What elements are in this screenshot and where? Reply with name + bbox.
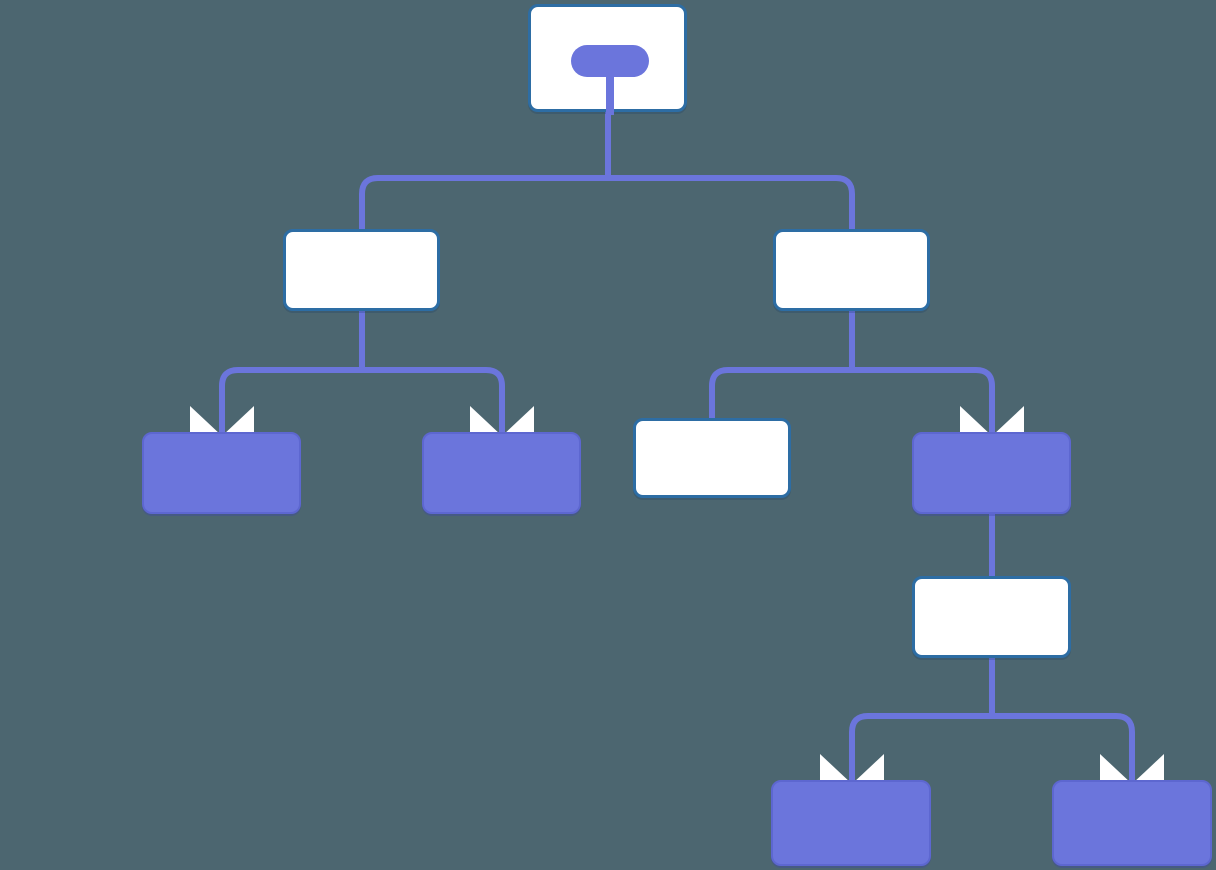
edge-n2-n5 — [362, 367, 505, 436]
node-leaf-3-plain[interactable] — [633, 418, 791, 498]
node-leaf-2[interactable] — [422, 432, 581, 514]
edge-n3-n7 — [852, 367, 995, 436]
node-branch-left[interactable] — [283, 229, 440, 311]
edge-n8-n9 — [849, 713, 992, 784]
node-branch-sub[interactable] — [912, 576, 1071, 658]
edge-n1-n2 — [359, 175, 608, 229]
node-branch-right[interactable] — [773, 229, 930, 311]
node-leaf-6[interactable] — [1052, 780, 1212, 866]
node-root[interactable] — [528, 4, 687, 115]
root-pill-stem-icon — [606, 69, 614, 115]
edge-n8-n10 — [992, 713, 1135, 784]
edge-n1-n3 — [608, 175, 855, 229]
edge-n3-n6 — [709, 367, 852, 418]
node-leaf-5[interactable] — [771, 780, 931, 866]
node-leaf-4[interactable] — [912, 432, 1071, 514]
node-leaf-1[interactable] — [142, 432, 301, 514]
edge-n2-n4 — [219, 367, 362, 436]
